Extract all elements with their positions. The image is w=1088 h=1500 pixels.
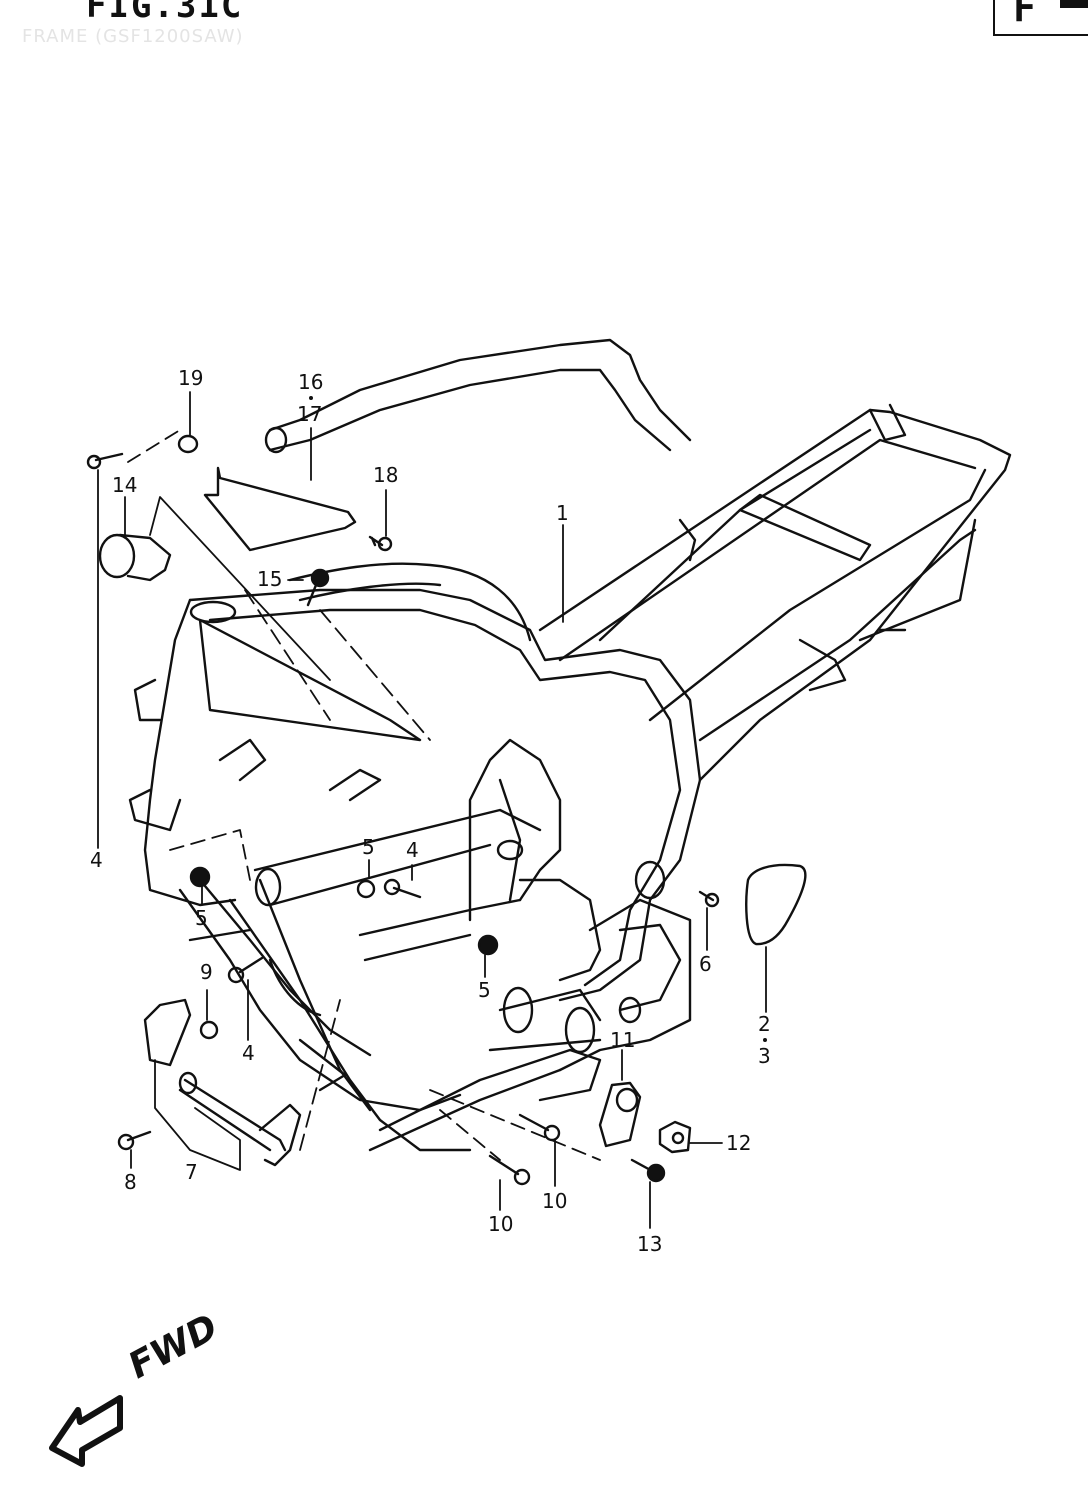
side-cover [745, 863, 807, 946]
part-11-bracket-hole [615, 1087, 639, 1113]
callout-4-steering: 4 [90, 848, 103, 872]
callout-4-center: 4 [406, 838, 419, 862]
callout-separator-dot [309, 396, 313, 400]
part-7-bracket [143, 998, 302, 1167]
callout-13: 13 [637, 1232, 663, 1256]
bolts [86, 452, 720, 1186]
callout-separator-dot-2 [763, 1038, 767, 1042]
callout-16: 16 [298, 370, 324, 394]
section-tab: F [993, 0, 1088, 36]
callout-9: 9 [200, 960, 213, 984]
nut-5c [477, 934, 499, 956]
fwd-arrow-icon [49, 1395, 123, 1467]
leader-lines [97, 391, 767, 1229]
part-17-guard [203, 466, 357, 552]
callout-12: 12 [726, 1131, 752, 1155]
part-12-collar-hole [671, 1131, 685, 1145]
callout-19: 19 [178, 366, 204, 390]
figure-subtitle: FRAME (GSF1200SAW) [22, 26, 244, 47]
section-bar [1060, 0, 1088, 8]
part-19-bush [177, 434, 199, 454]
main-frame [128, 338, 1012, 1152]
callout-10-left: 10 [488, 1212, 514, 1236]
callout-14: 14 [112, 473, 138, 497]
callout-5-right: 5 [478, 978, 491, 1002]
figure-title: FIG.31C [86, 0, 244, 26]
callout-6: 6 [699, 952, 712, 976]
part-14-cap [98, 533, 172, 582]
part-18-screw-head [377, 536, 393, 552]
callout-1: 1 [556, 501, 569, 525]
nut-9 [199, 1020, 219, 1040]
callout-5-left: 5 [195, 906, 208, 930]
callout-8: 8 [124, 1170, 137, 1194]
part-12-collar [658, 1120, 692, 1154]
callout-15: 15 [257, 567, 283, 591]
callout-10-right: 10 [542, 1189, 568, 1213]
callout-2: 2 [758, 1012, 771, 1036]
callout-4-lower: 4 [242, 1041, 255, 1065]
callout-17: 17 [297, 402, 323, 426]
callout-5-center: 5 [362, 835, 375, 859]
callout-3: 3 [758, 1044, 771, 1068]
callout-18: 18 [373, 463, 399, 487]
section-letter: F [1013, 0, 1036, 30]
callout-7: 7 [185, 1160, 198, 1184]
part-11-bracket [598, 1081, 642, 1148]
callout-11: 11 [610, 1028, 636, 1052]
nut-5a [189, 866, 211, 888]
nut-5b [356, 879, 376, 899]
part-15-bolt-head [310, 568, 330, 588]
